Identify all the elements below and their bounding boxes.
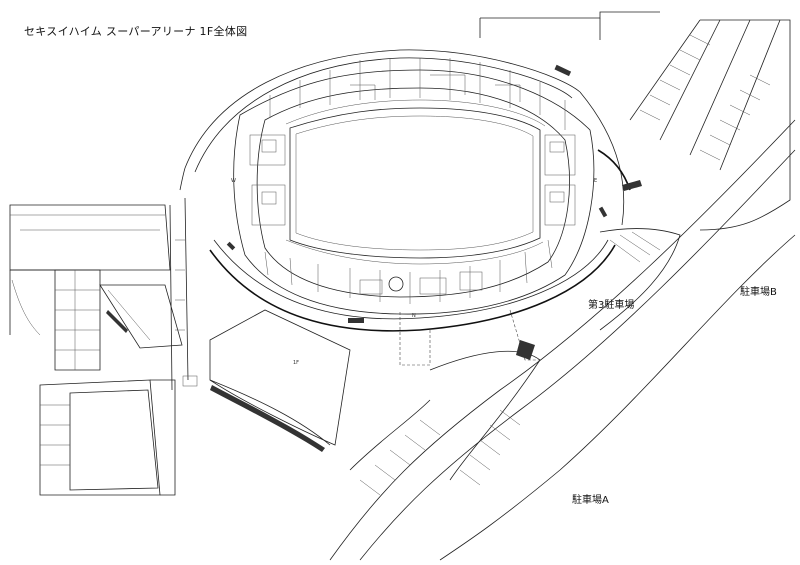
hall-1f-label: 1F	[293, 360, 300, 366]
parking-lot-a-label: 駐車場A	[572, 495, 609, 506]
east-gate-label: E	[594, 178, 598, 184]
page-title: セキスイハイム スーパーアリーナ 1F全体図	[24, 25, 248, 38]
parking-areas	[329, 19, 796, 561]
west-gate-label: W	[231, 178, 236, 184]
parking-lot-3-label: 第3駐車場	[588, 300, 635, 311]
north-gate-label: N	[412, 313, 416, 319]
west-buildings	[9, 197, 351, 496]
parking-lot-b-label: 駐車場B	[740, 287, 777, 298]
arena-building	[179, 11, 660, 366]
